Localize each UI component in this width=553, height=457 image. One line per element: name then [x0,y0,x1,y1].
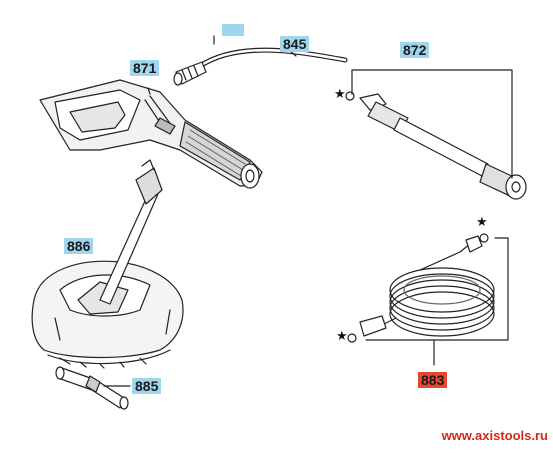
hose-coil-drawing [347,233,509,366]
part-label-845: 845 [280,36,310,52]
star-marker: ★ [336,329,348,344]
part-label-885: 885 [132,378,162,394]
part-label-872: 872 [400,42,430,58]
marker-swatch [222,24,244,36]
watermark-text[interactable]: www.axistools.ru [441,428,548,443]
hose-drawing [173,35,348,86]
extension-lance-drawing [345,69,527,200]
trigger-gun-drawing [39,79,263,189]
part-label-886: 886 [64,238,94,254]
nozzle-drawing [55,366,131,410]
star-marker: ★ [334,87,346,102]
part-label-871: 871 [130,60,160,76]
star-marker: ★ [476,215,488,230]
surface-cleaner-drawing [31,159,184,369]
part-label-883: 883 [418,372,448,388]
